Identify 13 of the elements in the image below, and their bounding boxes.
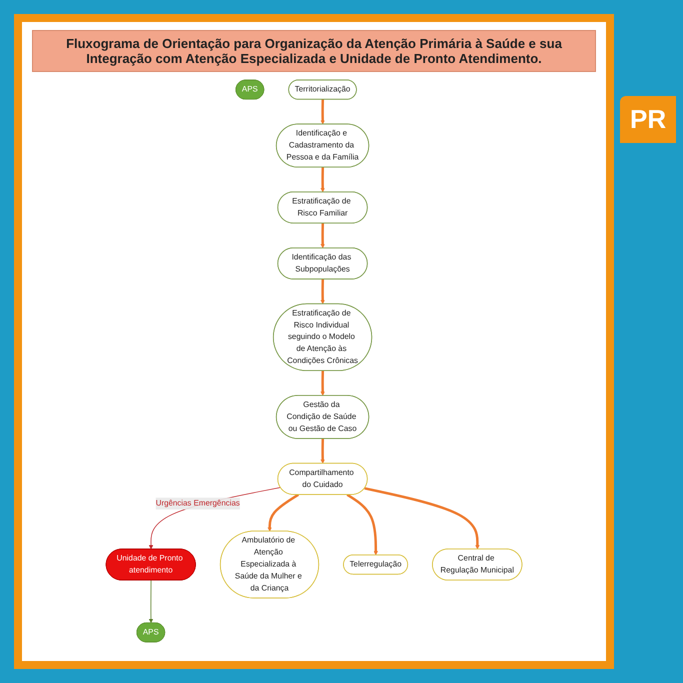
title-banner: Fluxograma de Orientação para Organização da Atenção Primária à Saúde e sua Integração com Atenção Especializada e Unidade de Pronto Atendimento. — [32, 30, 596, 72]
arrow — [320, 100, 325, 124]
arrow — [346, 494, 378, 556]
arrow — [320, 167, 325, 192]
arrow — [148, 580, 154, 624]
arrow — [320, 223, 325, 248]
arrow — [148, 487, 281, 550]
arrow — [320, 279, 325, 304]
arrow — [364, 487, 480, 550]
arrow — [268, 494, 300, 532]
section-heading: PR — [620, 96, 676, 143]
arrow — [320, 438, 325, 464]
arrow — [320, 370, 325, 396]
